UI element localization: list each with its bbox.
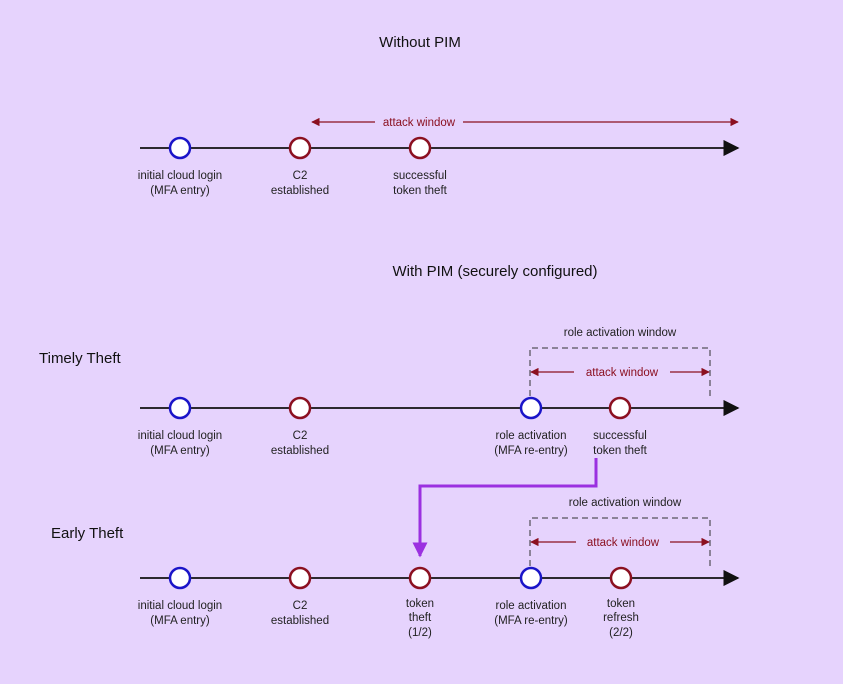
- early-attack-window-label-bg: [576, 535, 670, 549]
- event-label: role activation: [496, 430, 567, 442]
- event-label: (MFA entry): [150, 445, 210, 457]
- event-label: successful: [593, 430, 647, 442]
- timely-activation-window-bracket: [529, 347, 711, 396]
- event-label: (MFA entry): [150, 185, 210, 197]
- event-label: (MFA re-entry): [494, 615, 568, 627]
- event-label: token theft: [593, 445, 648, 457]
- event-label: theft: [409, 612, 432, 624]
- event-label: token: [406, 598, 434, 610]
- event-label: C2: [293, 600, 308, 612]
- section1-title: Without PIM: [379, 34, 461, 51]
- event-marker-token-theft: [408, 136, 432, 160]
- event-label: token: [607, 598, 635, 610]
- timely-theft-label: Timely Theft: [39, 350, 122, 367]
- early-attack-window-label: attack window: [587, 537, 660, 549]
- timely-activation-window-label: role activation window: [564, 327, 677, 339]
- event-label: role activation: [496, 600, 567, 612]
- early-activation-window-label: role activation window: [569, 497, 682, 509]
- event-marker-token-refresh: [609, 566, 633, 590]
- event-label: (MFA re-entry): [494, 445, 568, 457]
- timely-attack-window-label-bg: [574, 365, 670, 379]
- event-label: C2: [293, 170, 308, 182]
- event-marker-c2: [288, 566, 312, 590]
- event-label: established: [271, 445, 329, 457]
- event-marker-token-theft: [608, 396, 632, 420]
- event-label: token theft: [393, 185, 448, 197]
- section1-attack-window-label: attack window: [383, 117, 456, 129]
- section1-attack-window-label-bg: [375, 115, 463, 129]
- event-marker-c2: [288, 396, 312, 420]
- event-marker-initial-login: [168, 136, 192, 160]
- event-label: refresh: [603, 612, 639, 624]
- event-label: initial cloud login: [138, 170, 222, 182]
- event-label: (2/2): [609, 627, 633, 639]
- event-marker-role-activation: [519, 566, 543, 590]
- early-activation-window-bracket: [529, 517, 711, 566]
- event-label: successful: [393, 170, 447, 182]
- section2-title: With PIM (securely configured): [392, 263, 597, 280]
- event-marker-initial-login: [168, 396, 192, 420]
- event-marker-c2: [288, 136, 312, 160]
- event-marker-token-theft: [408, 566, 432, 590]
- event-label: (1/2): [408, 627, 432, 639]
- event-label: established: [271, 615, 329, 627]
- event-label: C2: [293, 430, 308, 442]
- event-label: established: [271, 185, 329, 197]
- early-theft-label: Early Theft: [51, 525, 124, 542]
- event-label: initial cloud login: [138, 430, 222, 442]
- event-label: initial cloud login: [138, 600, 222, 612]
- event-marker-initial-login: [168, 566, 192, 590]
- purple-connector-arrow: [412, 458, 598, 558]
- event-label: (MFA entry): [150, 615, 210, 627]
- timely-attack-window-label: attack window: [586, 367, 659, 379]
- event-marker-role-activation: [519, 396, 543, 420]
